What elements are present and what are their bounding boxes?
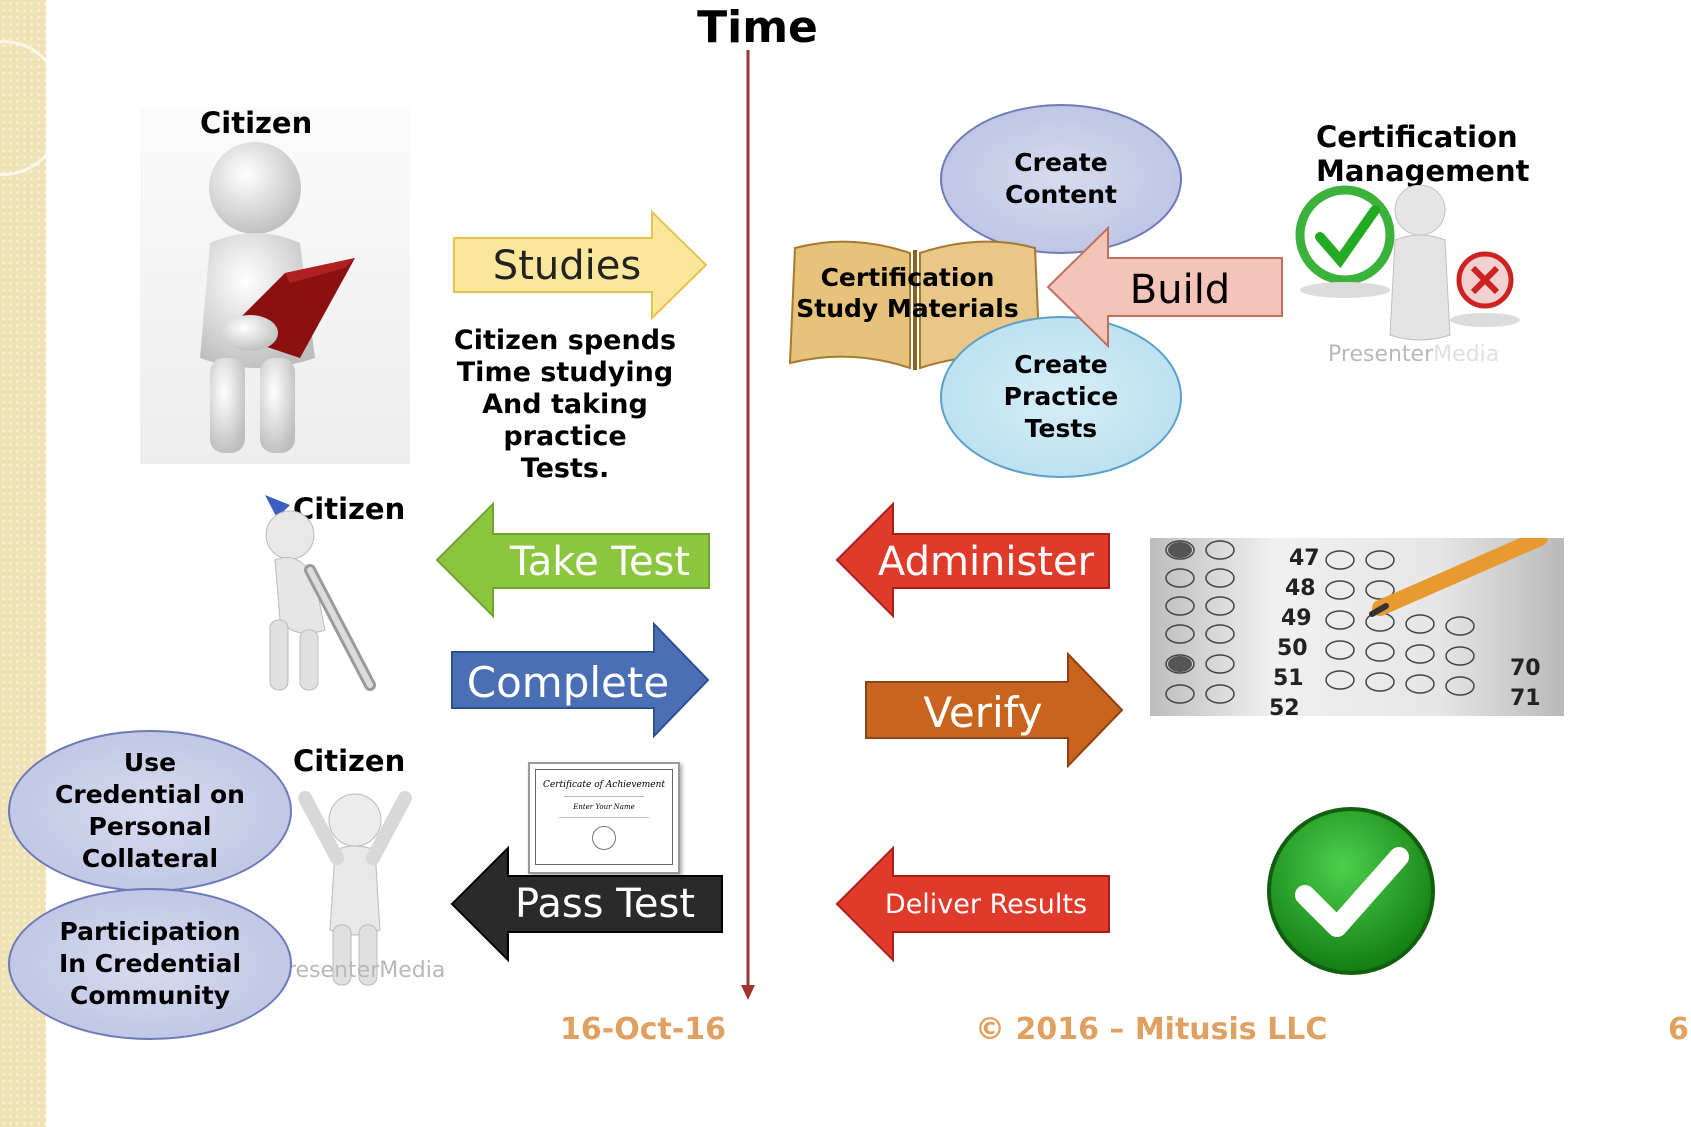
studies-label: Studies [492, 243, 642, 289]
verify-arrow [865, 652, 1124, 768]
answer-sheet-image: 47 48 49 50 51 52 70 71 [1150, 538, 1564, 716]
pass-test-arrow [450, 846, 723, 962]
watermark-right: PresenterMedia [1328, 342, 1499, 367]
footer-copyright: © 2016 – Mitusis LLC [975, 1012, 1328, 1047]
create-content-ellipse: Create Content [940, 104, 1182, 254]
cert-management-figure [1295, 185, 1520, 341]
create-content-line-2: Content [1005, 180, 1117, 209]
credential-line-4: Collateral [81, 844, 219, 873]
certificate-seal-icon [592, 826, 616, 850]
row-49: 49 [1281, 606, 1312, 631]
certificate-title: Certificate of Achievement [542, 780, 666, 790]
practice-line-3: Tests [1024, 414, 1098, 443]
reading-person-icon [200, 142, 355, 453]
community-ellipse: Participation In Credential Community [8, 888, 292, 1040]
community-line-3: Community [69, 981, 231, 1010]
decorative-curve [0, 40, 66, 176]
watermark-presenter: Presenter [1328, 342, 1434, 367]
take-test-arrow [435, 502, 710, 618]
decorative-side-strip [0, 0, 46, 1127]
cert-management-title: Certification Management [1316, 120, 1529, 188]
verify-label: Verify [923, 687, 1043, 737]
timeline-axis [741, 50, 755, 1000]
citizen-label-middle: Citizen [293, 492, 406, 526]
answer-col2-numbers: 70 71 [1510, 654, 1541, 714]
pass-test-label: Pass Test [515, 881, 695, 927]
deliver-results-label: Deliver Results [884, 888, 1088, 920]
study-materials-line-2: Study Materials [796, 294, 1019, 323]
row-50: 50 [1277, 636, 1308, 661]
cheering-person-figure [298, 791, 412, 986]
study-materials-label: Certification Study Materials [795, 262, 1020, 324]
description-line-1: Citizen spends [453, 325, 677, 356]
credential-use-ellipse: Use Credential on Personal Collateral [8, 730, 292, 892]
certificate-name: Enter Your Name [573, 803, 635, 811]
administer-arrow [835, 502, 1110, 618]
credential-line-1: Use [123, 748, 177, 777]
cert-management-line-2: Management [1316, 154, 1530, 188]
practice-line-2: Practice [1003, 382, 1119, 411]
study-materials-line-1: Certification [820, 263, 995, 292]
citizen-label-top: Citizen [200, 106, 313, 140]
watermark-left: resenterMedia [287, 958, 446, 983]
community-line-1: Participation [59, 917, 241, 946]
certificate-image: Certificate of Achievement Enter Your Na… [528, 762, 680, 874]
deliver-results-arrow [835, 846, 1110, 962]
administer-label: Administer [877, 539, 1095, 585]
cert-management-line-1: Certification [1316, 120, 1518, 154]
row-52: 52 [1269, 696, 1300, 716]
citizen-reading-figure [140, 108, 410, 464]
row-70: 70 [1510, 656, 1541, 681]
row-48: 48 [1285, 576, 1316, 601]
time-title: Time [697, 2, 818, 53]
green-checkmark-icon [1267, 807, 1435, 975]
description-line-3: And taking practice [482, 389, 648, 452]
credential-line-2: Credential on [55, 780, 245, 809]
footer-page-number: 6 [1668, 1012, 1689, 1047]
studies-arrow [453, 210, 708, 320]
community-line-2: In Credential [58, 949, 242, 978]
complete-label: Complete [466, 657, 670, 707]
answer-row-numbers: 47 48 49 50 51 52 [1265, 544, 1320, 716]
citizen-label-bottom: Citizen [293, 744, 406, 778]
practice-tests-ellipse: Create Practice Tests [940, 316, 1182, 478]
citizen-study-description: Citizen spends Time studying And taking … [425, 325, 705, 485]
take-test-label: Take Test [509, 539, 691, 585]
description-line-4: Tests. [520, 453, 610, 484]
footer-date: 16-Oct-16 [560, 1012, 727, 1047]
row-51: 51 [1273, 666, 1304, 691]
answer-sheet-bubbles [1165, 538, 1548, 704]
row-47: 47 [1289, 546, 1320, 571]
build-arrow [1046, 226, 1283, 348]
complete-arrow [451, 622, 710, 738]
practice-line-1: Create [1014, 350, 1108, 379]
create-content-line-1: Create [1014, 148, 1108, 177]
credential-line-3: Personal [88, 812, 212, 841]
description-line-2: Time studying [456, 357, 674, 388]
watermark-media: Media [1433, 342, 1500, 367]
test-taker-figure [265, 495, 376, 691]
build-label: Build [1129, 267, 1231, 313]
row-71: 71 [1510, 686, 1541, 711]
